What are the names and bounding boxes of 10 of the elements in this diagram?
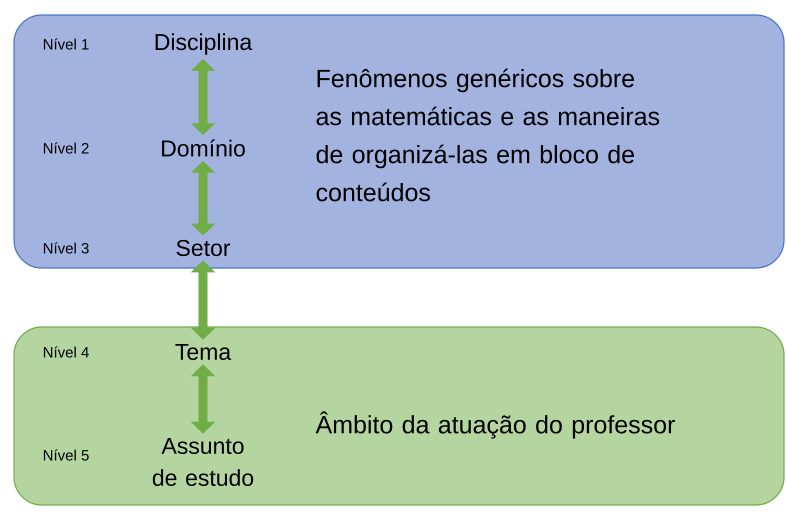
level-number: Nível 4 xyxy=(44,346,89,358)
level-number: Nível 3 xyxy=(44,242,89,254)
level-name: Assunto de estudo xyxy=(152,438,254,486)
level-name: Disciplina xyxy=(156,33,252,55)
level-number: Nível 1 xyxy=(44,38,89,50)
level-name: Domínio xyxy=(162,139,245,157)
level-name: Tema xyxy=(175,344,232,360)
level-name: Setor xyxy=(176,240,230,256)
level-number: Nível 2 xyxy=(44,142,89,154)
level-number: Nível 5 xyxy=(44,449,89,461)
